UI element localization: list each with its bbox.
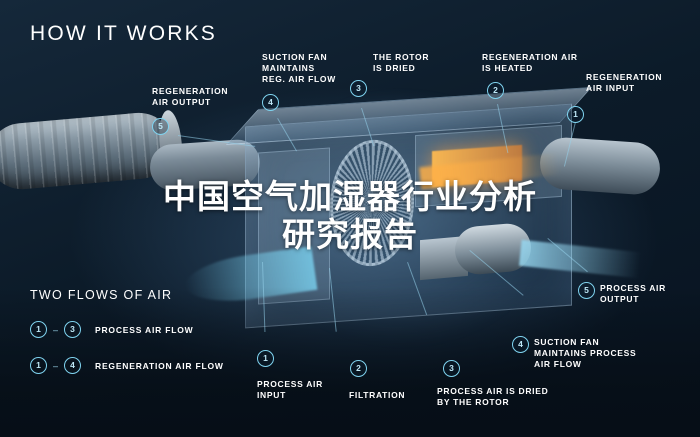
legend-row-process: 1 – 3 PROCESS AIR FLOW <box>30 321 193 338</box>
callout-regeneration-air-output: REGENERATION AIR OUTPUT <box>152 86 229 107</box>
callout-marker-4-top: 4 <box>262 94 279 111</box>
callout-marker-5-top: 5 <box>152 118 169 135</box>
callout-rotor-is-dried: THE ROTOR IS DRIED <box>373 52 430 73</box>
callout-filtration: FILTRATION <box>349 390 406 400</box>
callout-marker-2-top: 2 <box>487 82 504 99</box>
legend-dash-b: – <box>53 360 59 371</box>
callout-suction-fan-process: SUCTION FAN MAINTAINS PROCESS AIR FLOW <box>534 337 637 369</box>
watermark-line-1: 中国空气加湿器行业分析 <box>163 177 537 216</box>
legend-dash-a: – <box>53 324 59 335</box>
callout-marker-4-bottom: 4 <box>512 336 529 353</box>
legend-label-process-air-flow: PROCESS AIR FLOW <box>95 324 194 335</box>
legend-marker-3: 3 <box>64 321 82 338</box>
page-title: HOW IT WORKS <box>30 22 218 45</box>
legend-marker-1a: 1 <box>30 321 47 338</box>
callout-marker-1-top: 1 <box>567 106 584 123</box>
callout-marker-1-bottom: 1 <box>257 350 274 367</box>
legend-marker-4: 4 <box>64 357 82 374</box>
callout-suction-fan-reg: SUCTION FAN MAINTAINS REG. AIR FLOW <box>262 52 336 84</box>
callout-marker-3-top: 3 <box>350 80 367 97</box>
legend-marker-1b: 1 <box>30 357 47 374</box>
callout-regeneration-air-input: REGENERATION AIR INPUT <box>586 72 663 93</box>
callout-marker-5-bottom: 5 <box>578 282 595 299</box>
callout-marker-2-bottom: 2 <box>350 360 367 377</box>
watermark-text: 中国空气加湿器行业分析 研究报告 <box>0 178 700 254</box>
callout-process-air-output: PROCESS AIR OUTPUT <box>600 283 666 304</box>
callout-regeneration-air-heated: REGENERATION AIR IS HEATED <box>482 52 578 73</box>
legend-row-regeneration: 1 – 4 REGENERATION AIR FLOW <box>30 357 224 374</box>
legend-label-regeneration-air-flow: REGENERATION AIR FLOW <box>95 360 224 371</box>
callout-process-air-input: PROCESS AIR INPUT <box>257 379 323 400</box>
foreground-shadow <box>0 287 700 437</box>
watermark-line-2: 研究报告 <box>282 215 418 254</box>
callout-process-air-dried: PROCESS AIR IS DRIED BY THE ROTOR <box>437 386 549 407</box>
callout-marker-3-bottom: 3 <box>443 360 460 377</box>
legend-title: TWO FLOWS OF AIR <box>30 288 173 302</box>
